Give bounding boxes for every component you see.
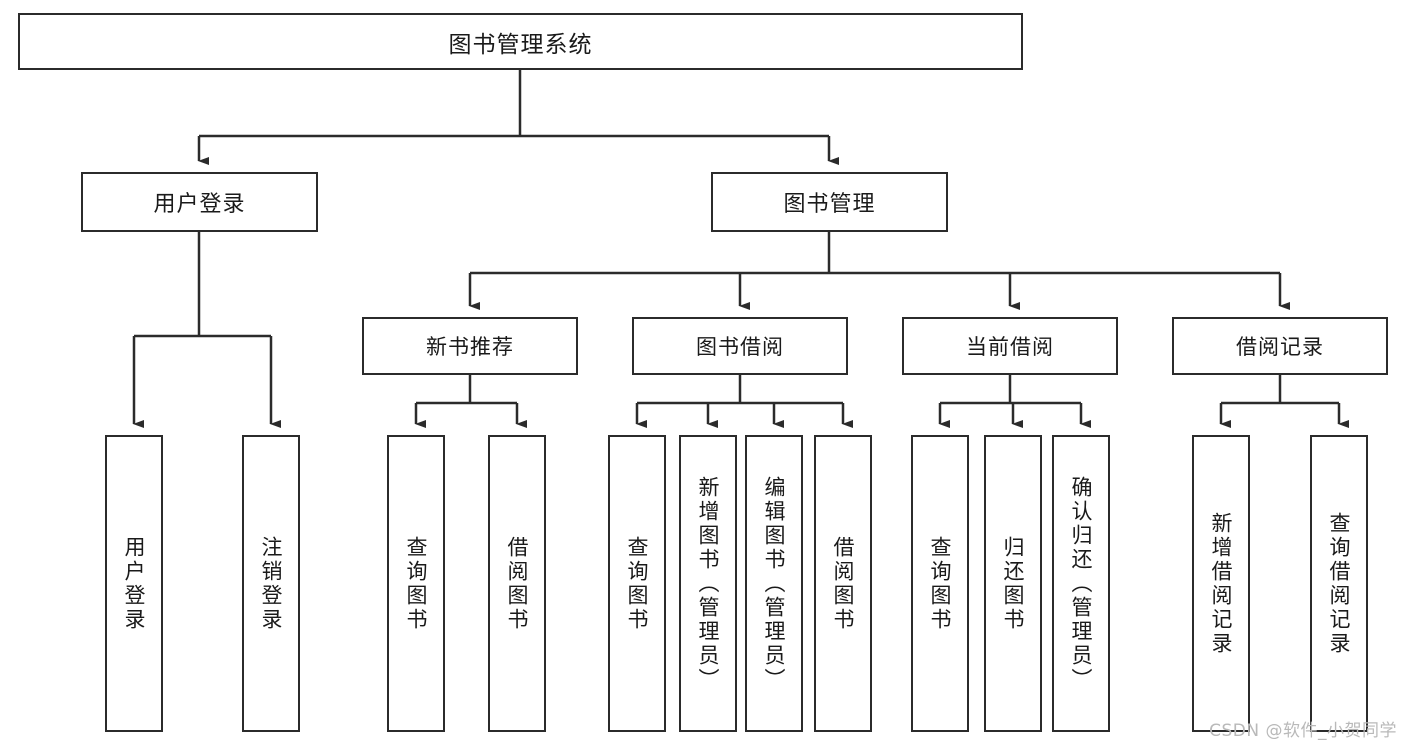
node-new-book-recommend[interactable]: 新书推荐 [362,317,578,375]
node-borrow-record-label: 借阅记录 [1236,335,1324,359]
node-leaf-edit-book-admin-label: 编辑图书（管理员） [762,475,787,692]
node-current-borrow-label: 当前借阅 [966,335,1054,359]
node-book-manage[interactable]: 图书管理 [711,172,948,232]
node-leaf-user-login-label: 用户登录 [122,535,147,632]
node-leaf-confirm-return-admin[interactable]: 确认归还（管理员） [1052,435,1110,732]
node-leaf-borrow-book-label: 借阅图书 [831,535,856,632]
node-leaf-borrow-book[interactable]: 借阅图书 [814,435,872,732]
node-leaf-query-borrow-record-label: 查询借阅记录 [1327,511,1352,656]
node-leaf-query-book-new[interactable]: 查询图书 [387,435,445,732]
node-leaf-return-book-label: 归还图书 [1001,535,1026,632]
node-leaf-query-book-new-label: 查询图书 [404,535,429,632]
node-root[interactable]: 图书管理系统 [18,13,1023,70]
node-leaf-add-book-admin-label: 新增图书（管理员） [696,475,721,692]
node-leaf-edit-book-admin[interactable]: 编辑图书（管理员） [745,435,803,732]
node-leaf-user-login[interactable]: 用户登录 [105,435,163,732]
node-leaf-add-borrow-record[interactable]: 新增借阅记录 [1192,435,1250,732]
node-new-book-recommend-label: 新书推荐 [426,335,514,359]
node-root-label: 图书管理系统 [448,31,593,58]
node-leaf-query-book-borrow[interactable]: 查询图书 [608,435,666,732]
node-leaf-add-borrow-record-label: 新增借阅记录 [1209,511,1234,656]
node-leaf-query-borrow-record[interactable]: 查询借阅记录 [1310,435,1368,732]
watermark-label: CSDN @软件_小贺同学 [1209,721,1397,741]
node-leaf-logout[interactable]: 注销登录 [242,435,300,732]
node-leaf-query-book-borrow-label: 查询图书 [625,535,650,632]
node-leaf-borrow-book-new-label: 借阅图书 [505,535,530,632]
node-leaf-query-book-current-label: 查询图书 [928,535,953,632]
node-book-borrow-label: 图书借阅 [696,335,784,359]
node-book-borrow[interactable]: 图书借阅 [632,317,848,375]
node-leaf-return-book[interactable]: 归还图书 [984,435,1042,732]
node-leaf-confirm-return-admin-label: 确认归还（管理员） [1069,475,1094,692]
node-leaf-logout-label: 注销登录 [259,535,284,632]
node-user-login[interactable]: 用户登录 [81,172,318,232]
node-current-borrow[interactable]: 当前借阅 [902,317,1118,375]
node-leaf-query-book-current[interactable]: 查询图书 [911,435,969,732]
node-user-login-label: 用户登录 [153,192,246,217]
node-leaf-borrow-book-new[interactable]: 借阅图书 [488,435,546,732]
node-leaf-add-book-admin[interactable]: 新增图书（管理员） [679,435,737,732]
node-book-manage-label: 图书管理 [783,192,876,217]
node-borrow-record[interactable]: 借阅记录 [1172,317,1388,375]
